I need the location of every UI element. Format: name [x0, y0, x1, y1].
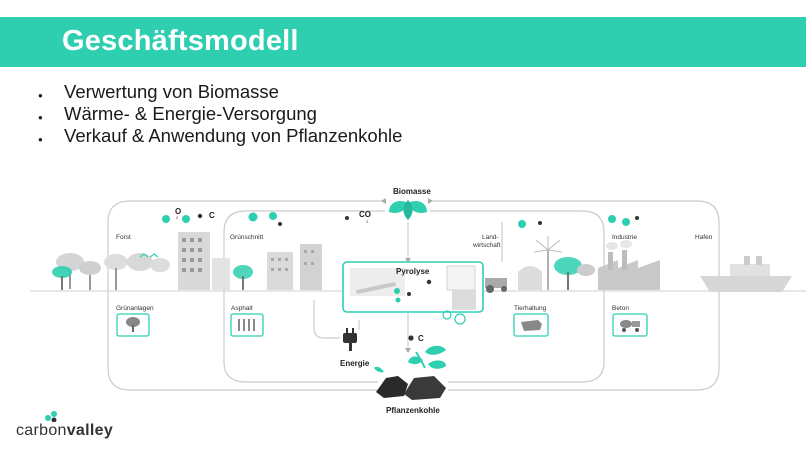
outer-loop-right [432, 200, 720, 391]
pflanzenkohle-label: Pflanzenkohle [386, 406, 440, 415]
logo-part-2: valley [66, 422, 114, 439]
outer-loop-left [107, 200, 382, 391]
label-landwirtschaft-2: wirtschaft [472, 242, 501, 249]
plug-icon [343, 328, 357, 351]
label-gruenschnitt: Grünschnitt [230, 234, 263, 241]
cow-icon [521, 320, 542, 331]
label-beton: Beton [612, 305, 629, 312]
energie-label: Energie [340, 359, 370, 368]
biomasse-icon [389, 200, 427, 220]
c-label-bottom: C [418, 334, 424, 343]
pyrolyse-label: Pyrolyse [396, 267, 430, 276]
c-label-top: C [209, 211, 215, 220]
tree-icon [126, 317, 140, 332]
plant-icon [374, 345, 446, 373]
gear-icon [442, 310, 466, 325]
business-model-diagram: O 2 C CO 2 Biomasse Pyrolyse Energie C [30, 187, 806, 415]
o2-label: O [175, 207, 181, 216]
label-tierhaltung: Tierhaltung [514, 305, 547, 312]
label-forst: Forst [116, 234, 131, 241]
city-buildings-left [178, 232, 322, 290]
ship-illustration [700, 256, 792, 292]
asphalt-icon [238, 319, 255, 331]
co2-subscript: 2 [366, 219, 369, 224]
title-banner: Geschäftsmodell [0, 17, 806, 67]
forest-illustration [52, 253, 170, 290]
page-title: Geschäftsmodell [62, 25, 299, 57]
o2-subscript: 2 [176, 215, 179, 220]
label-landwirtschaft-1: Land- [482, 234, 499, 241]
inner-loop-left [223, 210, 385, 383]
cycle-loops [107, 200, 720, 391]
industry-illustration [598, 240, 660, 290]
logo-wordmark: carbonvalley [16, 422, 113, 440]
label-asphalt: Asphalt [231, 305, 253, 312]
farm-illustration [485, 236, 595, 293]
molecule-dots [162, 212, 639, 341]
co2-label: CO [359, 210, 371, 219]
bullet-item: Wärme- & Energie-Versorgung [38, 103, 402, 129]
inner-loop-right [430, 210, 605, 383]
label-gruenanlagen: Grünanlagen [116, 305, 154, 312]
bullet-item: Verwertung von Biomasse [38, 81, 402, 107]
biomasse-label: Biomasse [393, 187, 431, 196]
arrow-heads [381, 198, 433, 353]
asphalt-box [230, 313, 264, 337]
bullet-list: Verwertung von Biomasse Wärme- & Energie… [38, 81, 402, 151]
concrete-mixer-icon [620, 320, 640, 332]
label-industrie: Industrie [612, 234, 637, 241]
bullet-item: Verkauf & Anwendung von Pflanzenkohle [38, 125, 402, 151]
logo-part-1: carbon [16, 422, 67, 439]
label-hafen: Hafen [695, 234, 713, 241]
biochar-icon [376, 376, 446, 400]
logo-dots-icon [45, 411, 57, 422]
